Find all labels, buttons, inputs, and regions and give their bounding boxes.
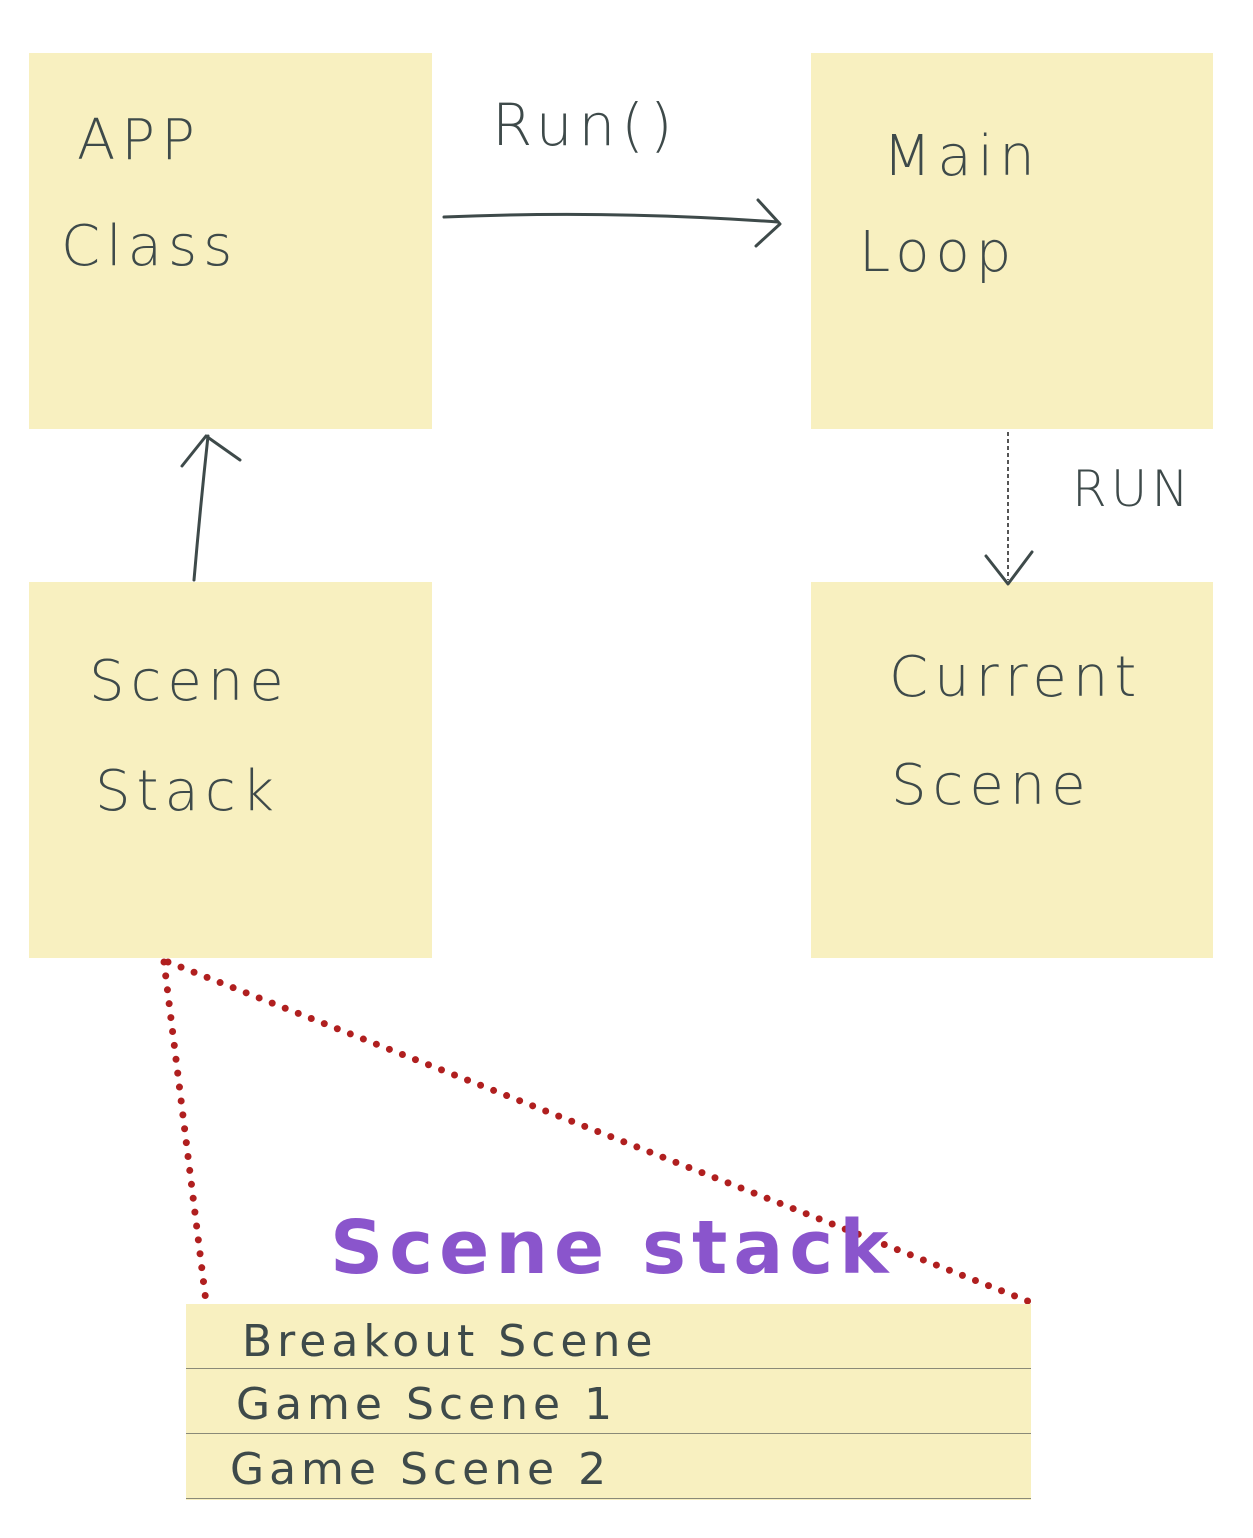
list-item: Game Scene 2: [186, 1434, 1031, 1499]
scene-stack-list: Breakout Scene Game Scene 1 Game Scene 2: [186, 1304, 1031, 1500]
note-scene-stack: Scene Stack: [29, 582, 432, 958]
note-scene-stack-line1: Scene: [89, 649, 290, 714]
note-main-loop-line1: Main: [883, 124, 1041, 189]
note-current-scene-line2: Scene: [891, 753, 1092, 818]
note-current-scene-line1: Current: [889, 645, 1143, 710]
note-scene-stack-line2: Stack: [95, 759, 281, 824]
list-item-label: Breakout Scene: [242, 1316, 658, 1367]
scene-stack-title: Scene stack: [330, 1205, 895, 1291]
note-main-loop: Main Loop: [811, 53, 1213, 429]
arrow-app-to-main-loop: [442, 198, 782, 248]
note-app-class-line1: APP: [77, 108, 201, 173]
list-item: Game Scene 1: [186, 1369, 1031, 1434]
note-app-class: APP Class: [29, 53, 432, 429]
note-main-loop-line2: Loop: [859, 220, 1018, 285]
arrow-scene-stack-to-app-class: [180, 434, 242, 582]
edge-label-run: RUN: [1072, 460, 1193, 518]
edge-label-run-call: Run(): [492, 91, 679, 159]
note-app-class-line2: Class: [61, 214, 239, 279]
arrow-main-loop-to-current-scene: [984, 432, 1034, 586]
list-item: Breakout Scene: [186, 1304, 1031, 1369]
note-current-scene: Current Scene: [811, 582, 1213, 958]
list-item-label: Game Scene 2: [230, 1444, 612, 1495]
zoom-lines: [160, 958, 1034, 1306]
list-item-label: Game Scene 1: [236, 1379, 618, 1430]
